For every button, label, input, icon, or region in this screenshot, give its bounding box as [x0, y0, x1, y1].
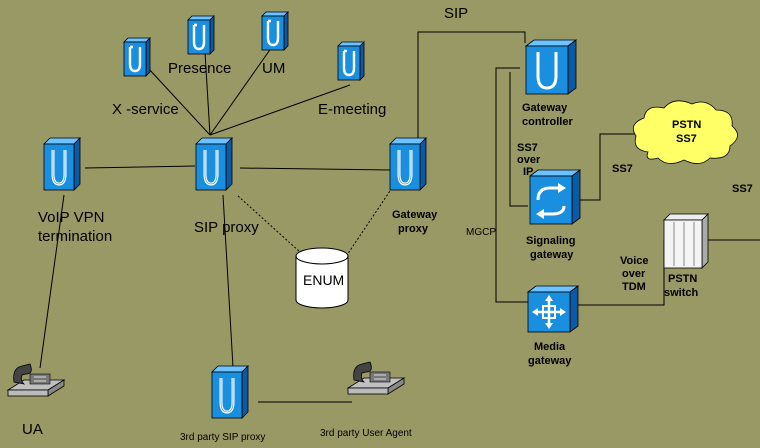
label-ss7-over-ip-2: over — [517, 154, 541, 166]
label-voip-vpn-1: VoIP VPN — [38, 209, 104, 226]
label-voice-over-tdm-2: over — [622, 268, 646, 280]
presence-server-icon[interactable] — [122, 36, 152, 78]
label-ss7-over-ip-1: SS7 — [517, 142, 538, 154]
label-gateway-controller-1: Gateway — [522, 102, 568, 114]
label-pstn-switch-2: switch — [664, 287, 699, 299]
label-presence: Presence — [168, 60, 231, 77]
label-gateway-controller-2: controller — [522, 116, 573, 128]
voip-vpn-termination-icon[interactable] — [42, 136, 82, 192]
label-um: UM — [262, 60, 285, 77]
link-sip-proxy-presence — [147, 67, 211, 136]
sip-proxy-icon[interactable] — [194, 136, 234, 192]
label-signaling-gateway-1: Signaling — [526, 235, 576, 247]
pstn-switch-icon[interactable] — [663, 213, 709, 269]
ua-telephone-icon[interactable] — [7, 363, 65, 397]
link-sip-proxy-emeeting — [209, 84, 351, 136]
label-ua: UA — [22, 421, 43, 438]
enum-database-icon[interactable] — [295, 247, 349, 309]
label-ss7-left: SS7 — [612, 163, 633, 175]
link-sip-proxy-um — [209, 43, 275, 136]
link-mgcp — [495, 67, 528, 303]
label-gateway-proxy-1: Gateway — [392, 209, 438, 221]
pstn-ss7-cloud-icon[interactable] — [632, 100, 738, 164]
label-sip-proxy: SIP proxy — [194, 219, 259, 236]
label-pstn-cloud-2: SS7 — [676, 133, 697, 145]
label-media-gateway-1: Media — [534, 341, 566, 353]
label-e-meeting: E-meeting — [318, 101, 386, 118]
cloud-clip — [742, 120, 760, 150]
link-enum-sip-proxy — [237, 195, 301, 253]
connections — [39, 31, 760, 403]
link-vpn-sip-proxy — [84, 165, 196, 169]
label-pstn-switch-1: PSTN — [668, 273, 697, 285]
link-voice-over-tdm — [574, 240, 665, 306]
third-party-user-agent-icon[interactable] — [347, 361, 405, 395]
label-3rd-party-user-agent: 3rd party User Agent — [320, 428, 412, 439]
label-sip: SIP — [444, 5, 468, 22]
signaling-gateway-icon[interactable] — [528, 169, 582, 225]
link-sip-proxy-um-left — [204, 51, 211, 136]
label-ss7-right: SS7 — [732, 183, 753, 195]
label-mgcp: MGCP — [466, 227, 496, 238]
label-media-gateway-2: gateway — [528, 355, 572, 367]
label-pstn-cloud-1: PSTN — [672, 119, 701, 131]
um-server-left-icon[interactable] — [186, 14, 216, 56]
gateway-controller-icon[interactable] — [524, 39, 578, 95]
media-gateway-icon[interactable] — [526, 285, 580, 333]
label-voice-over-tdm-3: TDM — [622, 281, 646, 293]
link-vpn-ua — [39, 194, 65, 369]
label-3rd-party-sip-proxy: 3rd party SIP proxy — [180, 432, 265, 443]
label-signaling-gateway-2: gateway — [530, 249, 574, 261]
emeeting-server-icon[interactable] — [336, 40, 366, 82]
third-party-sip-proxy-icon[interactable] — [210, 364, 250, 420]
link-sip-gateway-controller — [417, 31, 526, 140]
label-voip-vpn-2: termination — [38, 228, 112, 245]
um-server-icon[interactable] — [260, 10, 290, 52]
link-ss7-over-ip — [509, 72, 528, 207]
label-x-service: X -service — [112, 101, 179, 118]
gateway-proxy-icon[interactable] — [388, 136, 428, 192]
link-ss7-left — [580, 133, 636, 201]
link-enum-gateway-proxy — [344, 187, 393, 259]
label-enum: ENUM — [303, 272, 344, 288]
link-sip-proxy-3rd-party — [222, 194, 234, 368]
label-ss7-over-ip-3: IP — [523, 166, 533, 178]
link-sip-proxy-gateway-proxy — [239, 167, 391, 171]
label-gateway-proxy-2: proxy — [398, 223, 429, 235]
label-voice-over-tdm-1: Voice — [620, 255, 649, 267]
